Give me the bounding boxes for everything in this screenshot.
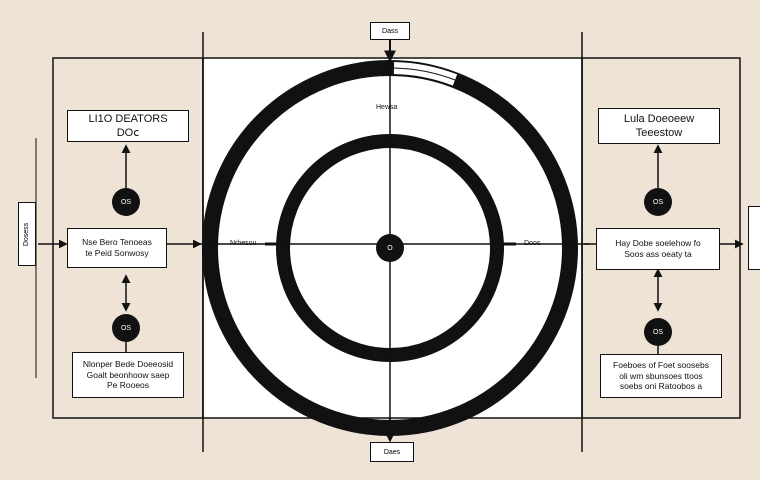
left-bottom-box-line-3: Pe Rooeos	[106, 380, 150, 391]
right-bottom-box-line-1: Foeboes of Foet soosebs	[613, 360, 709, 371]
left-top-box-line-2: DOⅽ	[116, 127, 140, 139]
left-node-top: OS	[112, 188, 140, 216]
left-bottom-box-line-2: Goalt beonhoow saep	[86, 369, 170, 380]
bottom-tab: Daes	[370, 442, 414, 462]
right-node-top: OS	[644, 188, 672, 216]
left-node-bottom: OS	[112, 314, 140, 342]
center-left-label: Nrhesou	[230, 240, 257, 247]
center-node: O	[376, 234, 404, 262]
right-bottom-box-line-3: soebs oni Ratoobos a	[619, 381, 703, 392]
right-node-bottom: OS	[644, 318, 672, 346]
right-side-tab	[748, 206, 760, 270]
left-mid-box: Nse Bero Tenoeas te Peid Sonwosy	[67, 228, 167, 268]
right-top-box: Lula Doeoeew Teeestow	[598, 108, 720, 144]
right-top-box-line-1: Lula Doeoeew	[623, 112, 695, 125]
center-right-label: Doos	[524, 240, 541, 247]
left-bottom-box: Nlonper Bede Doeeosid Goalt beonhoow sae…	[72, 352, 184, 398]
left-top-box-line-1: LI1O DEATORS	[88, 112, 168, 125]
right-mid-box: Hay Dobe soelehow fo Soos ass oeaty ta	[596, 228, 720, 270]
left-top-box: LI1O DEATORS DOⅽ	[67, 110, 189, 142]
right-bottom-box: Foeboes of Foet soosebs oli wm sbunsoes …	[600, 354, 722, 398]
right-bottom-box-line-2: oli wm sbunsoes ttoos	[619, 370, 703, 381]
top-tab: Dass	[370, 22, 410, 40]
right-mid-box-line-1: Hay Dobe soelehow fo	[615, 238, 701, 249]
right-top-box-line-2: Teeestow	[635, 127, 683, 139]
left-bottom-box-line-1: Nlonper Bede Doeeosid	[82, 359, 174, 370]
center-top-label: Hewsa	[376, 104, 398, 111]
left-side-tab-label: Dosess	[23, 222, 31, 246]
left-mid-box-line-2: te Peid Sonwosy	[85, 248, 149, 258]
left-side-tab: Dosess	[18, 202, 36, 266]
right-mid-box-line-2: Soos ass oeaty ta	[624, 249, 692, 259]
left-mid-box-line-1: Nse Bero Tenoeas	[82, 237, 152, 248]
